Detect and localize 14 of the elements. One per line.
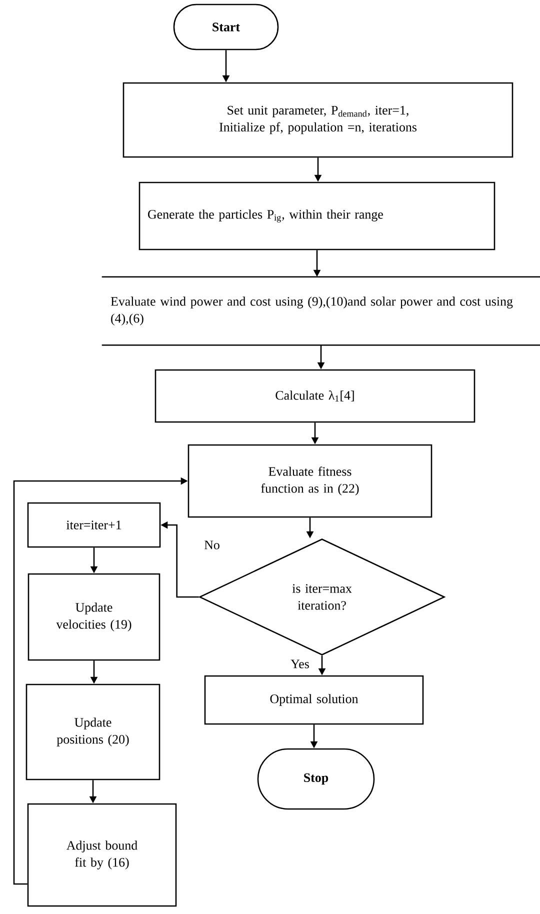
process-box: Update positions (20) (26, 684, 160, 780)
edge-label: Yes (290, 658, 310, 670)
edge-label: No (203, 540, 221, 550)
process-box: Update velocities (19) (28, 573, 160, 661)
process-box: Calculate λ$_{1}$[4] (154, 369, 476, 423)
process-box: Evaluate fitness function as in (22) (188, 444, 432, 518)
process-band: Evaluate wind power and cost using (9),(10)and solar power and cost using (4),(6) (102, 276, 540, 346)
process-box: Set unit parameter, P$_{demand}$, iter=1, Initialize pf, population =n, iterations (122, 82, 514, 158)
process-box: Generate the particles P$_{ig}$, within their range (138, 182, 496, 250)
process-box: Optimal solution (204, 675, 424, 725)
process-box: iter=iter+1 (27, 502, 161, 548)
terminal-box: Start (173, 4, 279, 50)
process-box: Adjust bound fit by (16) (27, 803, 177, 907)
terminal-box: Stop (257, 748, 375, 810)
